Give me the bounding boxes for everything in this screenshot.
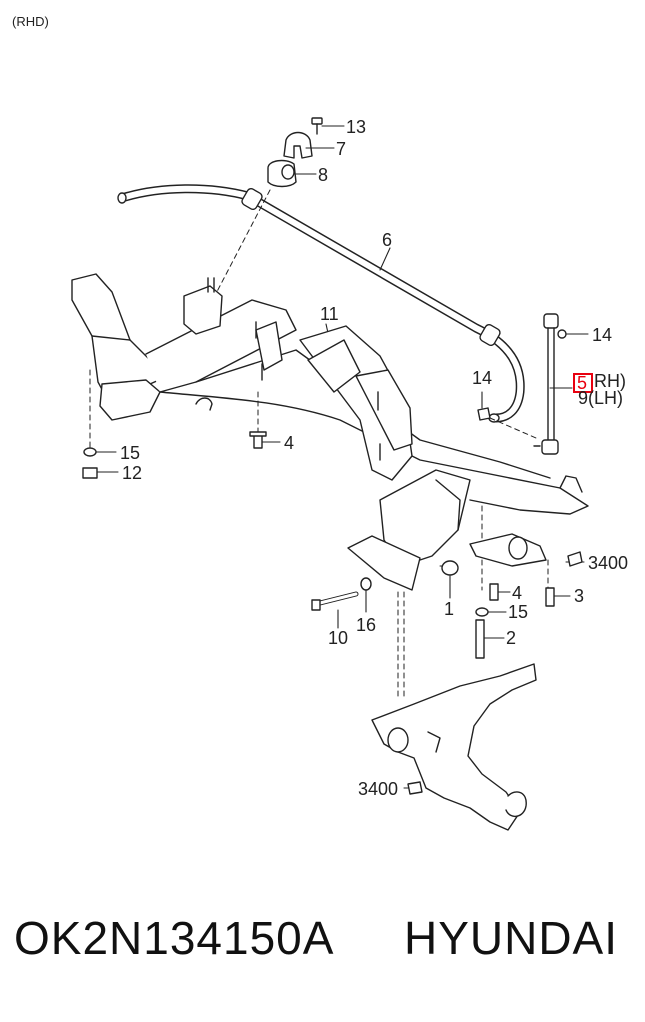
caption-bar: OK2N134150A HYUNDAI bbox=[0, 905, 645, 985]
callout-13: 13 bbox=[346, 117, 366, 137]
callout-5-suffix: RH) bbox=[594, 371, 626, 391]
bushing-and-bracket bbox=[267, 117, 323, 188]
callout-8: 8 bbox=[318, 165, 328, 185]
callout-4-upper: 4 bbox=[284, 433, 294, 453]
callout-4-lower: 4 bbox=[512, 583, 522, 603]
stabilizer-bar bbox=[117, 184, 525, 423]
callout-3: 3 bbox=[574, 586, 584, 606]
callout-6: 6 bbox=[382, 230, 392, 250]
callout-2: 2 bbox=[506, 628, 516, 648]
callout-3400-lower: 3400 bbox=[358, 779, 398, 799]
callout-12: 12 bbox=[122, 463, 142, 483]
brand-name: HYUNDAI bbox=[404, 912, 619, 964]
callout-labels: 13 7 8 6 11 14 14 5 RH) 9(LH) 15 12 4 34… bbox=[120, 117, 628, 799]
bushing-bracket-upper bbox=[469, 533, 583, 567]
callout-7: 7 bbox=[336, 139, 346, 159]
callout-14-left: 14 bbox=[472, 368, 492, 388]
callout-15-right: 15 bbox=[508, 602, 528, 622]
subframe bbox=[71, 273, 589, 591]
hardware-small bbox=[82, 407, 555, 659]
lower-control-arm bbox=[371, 663, 537, 831]
callout-11: 11 bbox=[320, 304, 339, 324]
callout-14-right: 14 bbox=[592, 325, 612, 345]
callout-5-highlighted: 5 bbox=[577, 373, 587, 393]
highlight-box bbox=[573, 373, 593, 393]
callout-9: 9(LH) bbox=[578, 388, 623, 408]
callout-10: 10 bbox=[328, 628, 348, 648]
callout-15-left: 15 bbox=[120, 443, 140, 463]
stabilizer-link bbox=[533, 313, 567, 455]
callout-1: 1 bbox=[444, 599, 454, 619]
part-number: OK2N134150A bbox=[14, 912, 335, 964]
corner-tag: (RHD) bbox=[12, 14, 49, 29]
callout-16: 16 bbox=[356, 615, 376, 635]
callout-3400-upper: 3400 bbox=[588, 553, 628, 573]
leader-lines bbox=[95, 125, 589, 789]
